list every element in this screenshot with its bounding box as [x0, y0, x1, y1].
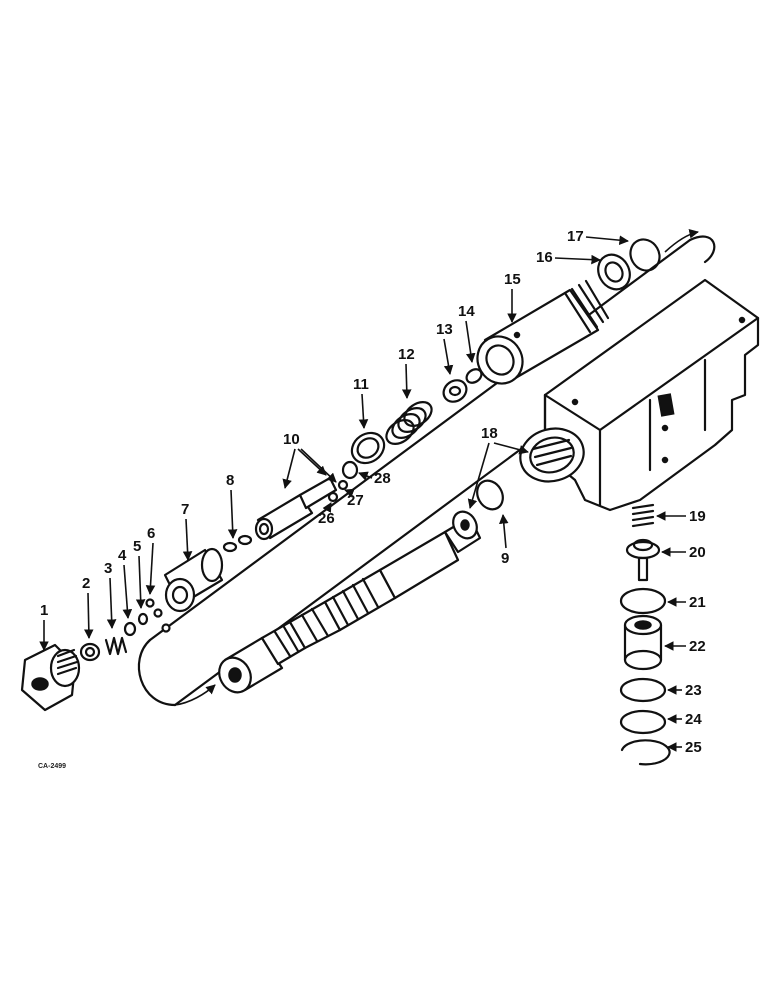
part-10-pilot-spool [254, 476, 338, 541]
valve-housing [519, 278, 760, 512]
callout-18: 18 [481, 425, 498, 442]
part-27-ball [337, 479, 349, 491]
callout-5: 5 [133, 538, 141, 555]
part-13-washer [442, 379, 468, 403]
callout-17: 17 [567, 228, 584, 245]
callout-26: 26 [318, 510, 335, 527]
callouts: 1 2 3 4 5 6 7 8 9 10 11 12 13 14 15 16 [38, 228, 706, 770]
callout-9: 9 [501, 550, 509, 567]
part-17-o-ring [629, 238, 661, 272]
callout-20: 20 [689, 544, 706, 561]
part-24-backup-ring [619, 709, 667, 735]
part-6-balls [145, 598, 171, 633]
callout-19: 19 [689, 508, 706, 525]
callout-16: 16 [536, 249, 553, 266]
callout-3: 3 [104, 560, 112, 577]
part-21-o-ring [619, 587, 667, 615]
callout-7: 7 [181, 501, 189, 518]
callout-12: 12 [398, 346, 415, 363]
part-16-ring [597, 253, 631, 291]
part-25-snap-ring [620, 739, 671, 766]
callout-6: 6 [147, 525, 155, 542]
part-7-sleeve [163, 547, 224, 613]
part-8-pins [222, 534, 253, 553]
callout-15: 15 [504, 271, 521, 288]
part-2-seat [79, 642, 101, 662]
callout-22: 22 [689, 638, 706, 655]
part-26-ball [327, 491, 339, 503]
part-5-washer [137, 612, 149, 626]
part-15-cap [476, 279, 610, 385]
callout-14: 14 [458, 303, 475, 320]
part-1-plug [20, 643, 81, 712]
callout-1: 1 [40, 602, 48, 619]
callout-23: 23 [685, 682, 702, 699]
callout-10: 10 [283, 431, 300, 448]
callout-4: 4 [118, 547, 127, 564]
callout-24: 24 [685, 711, 702, 728]
callout-21: 21 [689, 594, 706, 611]
part-11-ring [350, 431, 386, 465]
part-28-seat [341, 460, 359, 480]
drawing-code: CA-2499 [38, 763, 66, 770]
part-4-washer [123, 621, 137, 637]
callout-28: 28 [374, 470, 391, 487]
part-12-spring [385, 401, 433, 445]
part-22-seat [623, 614, 663, 671]
part-23-o-ring [619, 677, 667, 703]
part-3-spring [104, 636, 128, 656]
part-19-spring [631, 503, 655, 528]
callout-13: 13 [436, 321, 453, 338]
callout-27: 27 [347, 492, 364, 509]
callout-11: 11 [353, 376, 369, 393]
part-9-o-ring [476, 479, 504, 511]
callout-2: 2 [82, 575, 90, 592]
part-18-main-spool [218, 510, 482, 694]
callout-25: 25 [685, 739, 702, 756]
part-20-poppet [625, 538, 661, 582]
callout-8: 8 [226, 472, 234, 489]
